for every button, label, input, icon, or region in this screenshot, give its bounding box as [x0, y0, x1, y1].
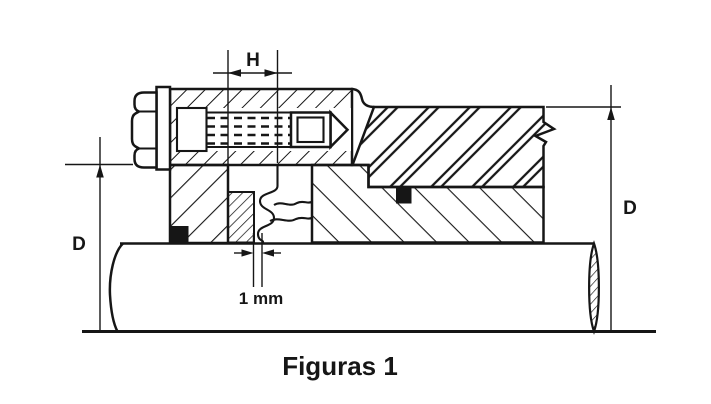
- housing-block: [350, 105, 557, 189]
- dimension-d-right-label: D: [623, 198, 637, 219]
- arrow-right-icon: [264, 69, 278, 77]
- dimension-d-left-label: D: [72, 234, 86, 255]
- arrow-left-icon: [262, 249, 274, 257]
- bellows-wave-lower: [269, 216, 312, 222]
- gland-lower-block: [168, 163, 230, 245]
- o-ring-seal-left: [169, 226, 189, 243]
- bellows-seal: [256, 166, 312, 243]
- dimension-d-right: D: [546, 85, 637, 331]
- shaft-end-break: [588, 240, 600, 335]
- housing-fillet-edge: [350, 87, 375, 109]
- counterbore: [175, 106, 208, 153]
- bellows-wave-upper: [273, 200, 312, 206]
- packing-wedge: [227, 191, 255, 244]
- arrow-left-icon: [228, 69, 241, 77]
- shaft: [82, 242, 656, 333]
- dimension-gap: 1 mm: [234, 233, 283, 308]
- set-screw-socket: [296, 116, 325, 144]
- arrow-right-icon: [241, 249, 254, 257]
- clamp-bolt: [130, 85, 172, 171]
- dimension-h: H: [213, 50, 292, 164]
- dimension-h-label: H: [246, 50, 260, 71]
- o-ring-seal-right: [396, 187, 412, 204]
- figure-caption: Figuras 1: [282, 351, 398, 381]
- shaft-left-end-curve: [108, 242, 124, 333]
- hex-bolt-head: [130, 91, 158, 169]
- thread-hidden-lines: [207, 116, 290, 145]
- dimension-gap-label: 1 mm: [239, 289, 283, 308]
- dimension-d-left: D: [65, 137, 133, 331]
- gland-upper-block: [168, 87, 354, 167]
- arrow-up-icon: [607, 107, 615, 120]
- arrow-up-icon: [96, 164, 104, 178]
- bellows-profile: [256, 166, 279, 243]
- washer: [155, 85, 172, 171]
